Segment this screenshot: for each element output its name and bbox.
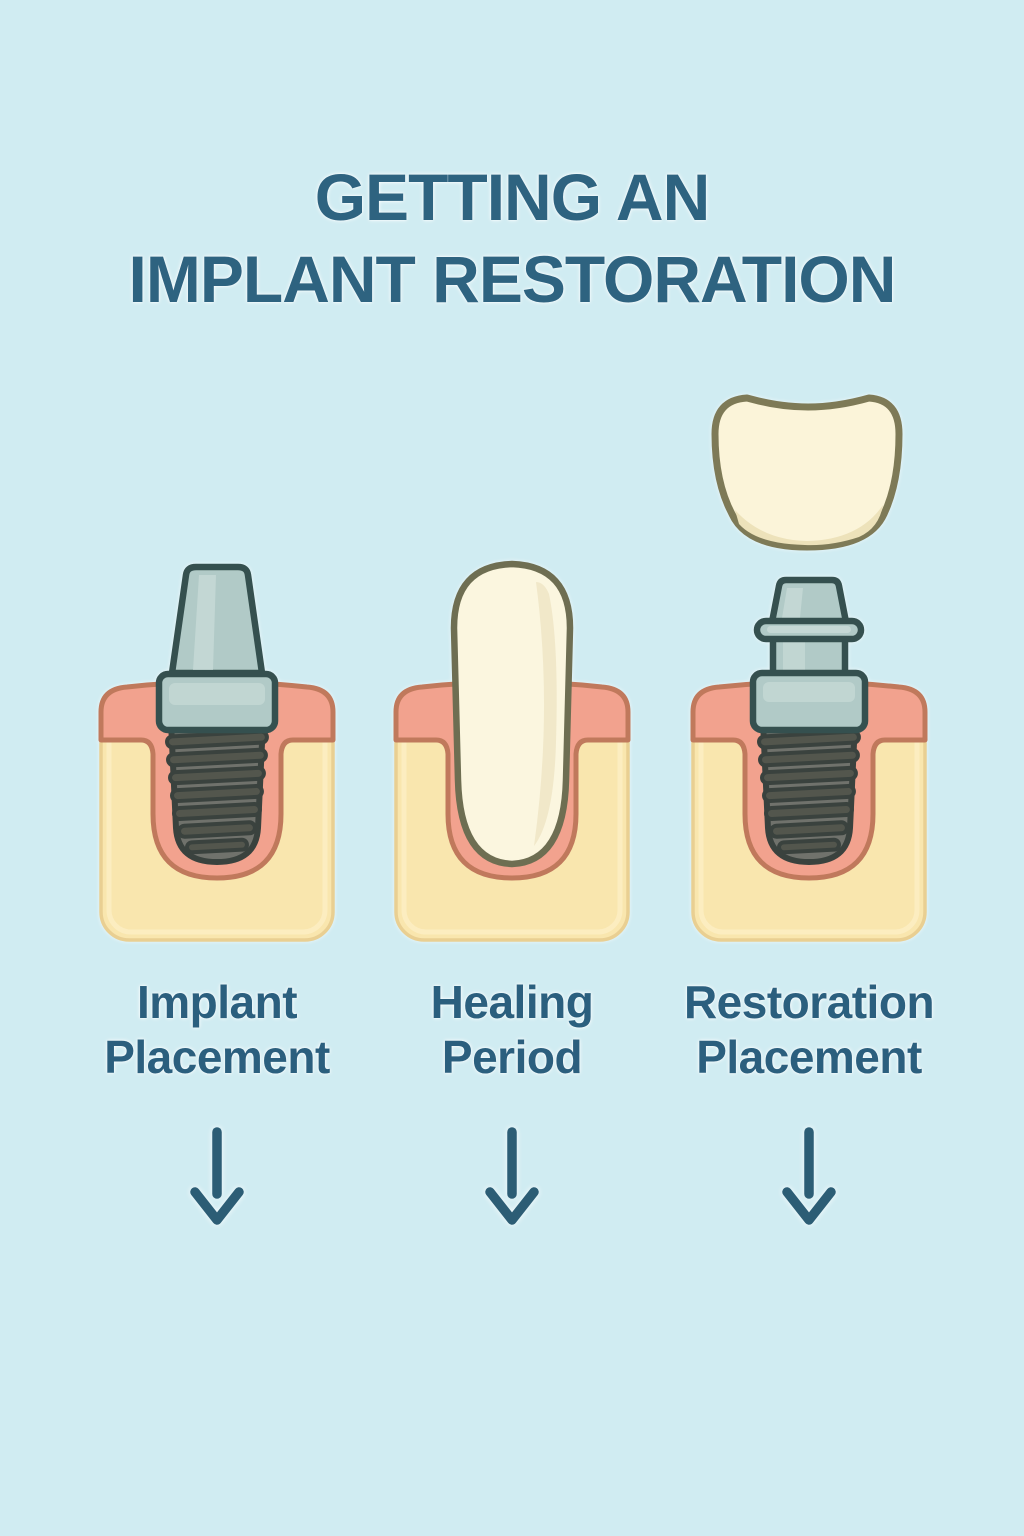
down-arrow-icon bbox=[187, 1124, 247, 1228]
healing-cap bbox=[450, 560, 574, 868]
abutment-cone bbox=[768, 576, 850, 626]
implant-placement-illustration bbox=[98, 563, 336, 942]
healing-period-label-line-2: Period bbox=[441, 1031, 583, 1083]
healing-period-label: Healing Period bbox=[352, 975, 672, 1085]
abutment-cone bbox=[168, 563, 266, 677]
implant-placement-label: Implant Placement bbox=[57, 975, 377, 1085]
implant-screw bbox=[757, 719, 861, 865]
down-arrow-icon bbox=[779, 1124, 839, 1228]
restoration-placement-illustration bbox=[690, 394, 928, 942]
restoration-placement-label: Restoration Placement bbox=[649, 975, 969, 1085]
implant-screw bbox=[165, 719, 269, 865]
abutment-flange bbox=[753, 617, 865, 643]
healing-period-illustration bbox=[393, 560, 631, 942]
page-title-line-1: GETTING AN bbox=[314, 160, 711, 234]
abutment-collar bbox=[155, 670, 279, 734]
implant-placement-label-line-2: Placement bbox=[104, 1031, 330, 1083]
down-arrow-icon bbox=[482, 1124, 542, 1228]
abutment-collar bbox=[749, 669, 869, 734]
page-title: GETTING AN IMPLANT RESTORATION bbox=[0, 156, 1024, 320]
restoration-placement-label-line-2: Placement bbox=[696, 1031, 922, 1083]
crown-tooth bbox=[711, 394, 903, 551]
restoration-placement-label-line-1: Restoration bbox=[683, 976, 935, 1028]
implant-placement-label-line-1: Implant bbox=[136, 976, 298, 1028]
abutment-neck bbox=[769, 633, 849, 679]
page-title-line-2: IMPLANT RESTORATION bbox=[128, 242, 897, 316]
healing-period-label-line-1: Healing bbox=[430, 976, 594, 1028]
